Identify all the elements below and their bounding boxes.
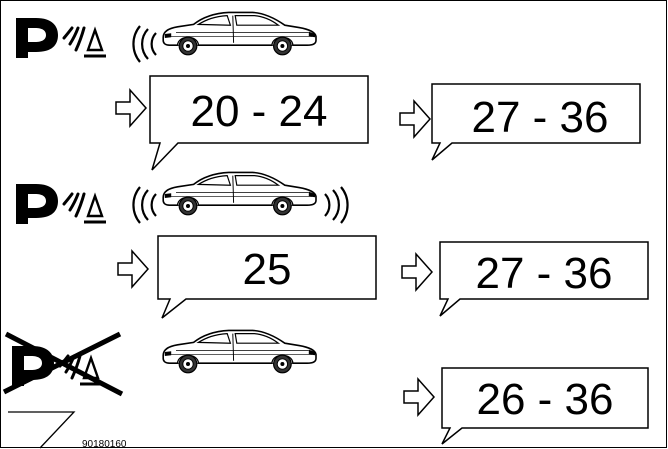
rear-sensor-waves-icon [132, 24, 158, 64]
arrow-icon [115, 89, 147, 127]
value-box-2: 26 - 36 [441, 367, 649, 445]
value-text: 26 - 36 [477, 375, 614, 424]
arrow-icon [401, 253, 433, 291]
car-icon [162, 171, 317, 216]
row-1: 20 - 24 27 - 36 [14, 11, 641, 171]
value-text: 27 - 36 [472, 93, 609, 142]
car-icon [162, 329, 317, 374]
arrow-icon [399, 100, 431, 138]
front-sensor-waves-icon [323, 185, 349, 225]
rear-sensor-waves-icon [132, 185, 158, 225]
value-box-1: 20 - 24 [149, 75, 369, 171]
parking-assist-off-icon [2, 331, 124, 397]
car-icon [162, 11, 317, 56]
row-3: 26 - 36 [2, 329, 649, 445]
figure-code: 90180160 [82, 439, 127, 449]
value-box-1: 25 [157, 235, 377, 319]
value-box-2: 27 - 36 [439, 241, 649, 317]
value-text: 25 [243, 245, 292, 294]
box-fragment [8, 411, 76, 449]
value-text: 20 - 24 [191, 87, 328, 136]
parking-assist-icon [14, 16, 108, 60]
row-2: 25 27 - 36 [14, 171, 649, 319]
value-text: 27 - 36 [476, 249, 613, 298]
arrow-icon [403, 378, 435, 416]
parking-assist-icon [14, 182, 108, 226]
value-box-2: 27 - 36 [431, 83, 641, 161]
arrow-icon [117, 250, 149, 288]
